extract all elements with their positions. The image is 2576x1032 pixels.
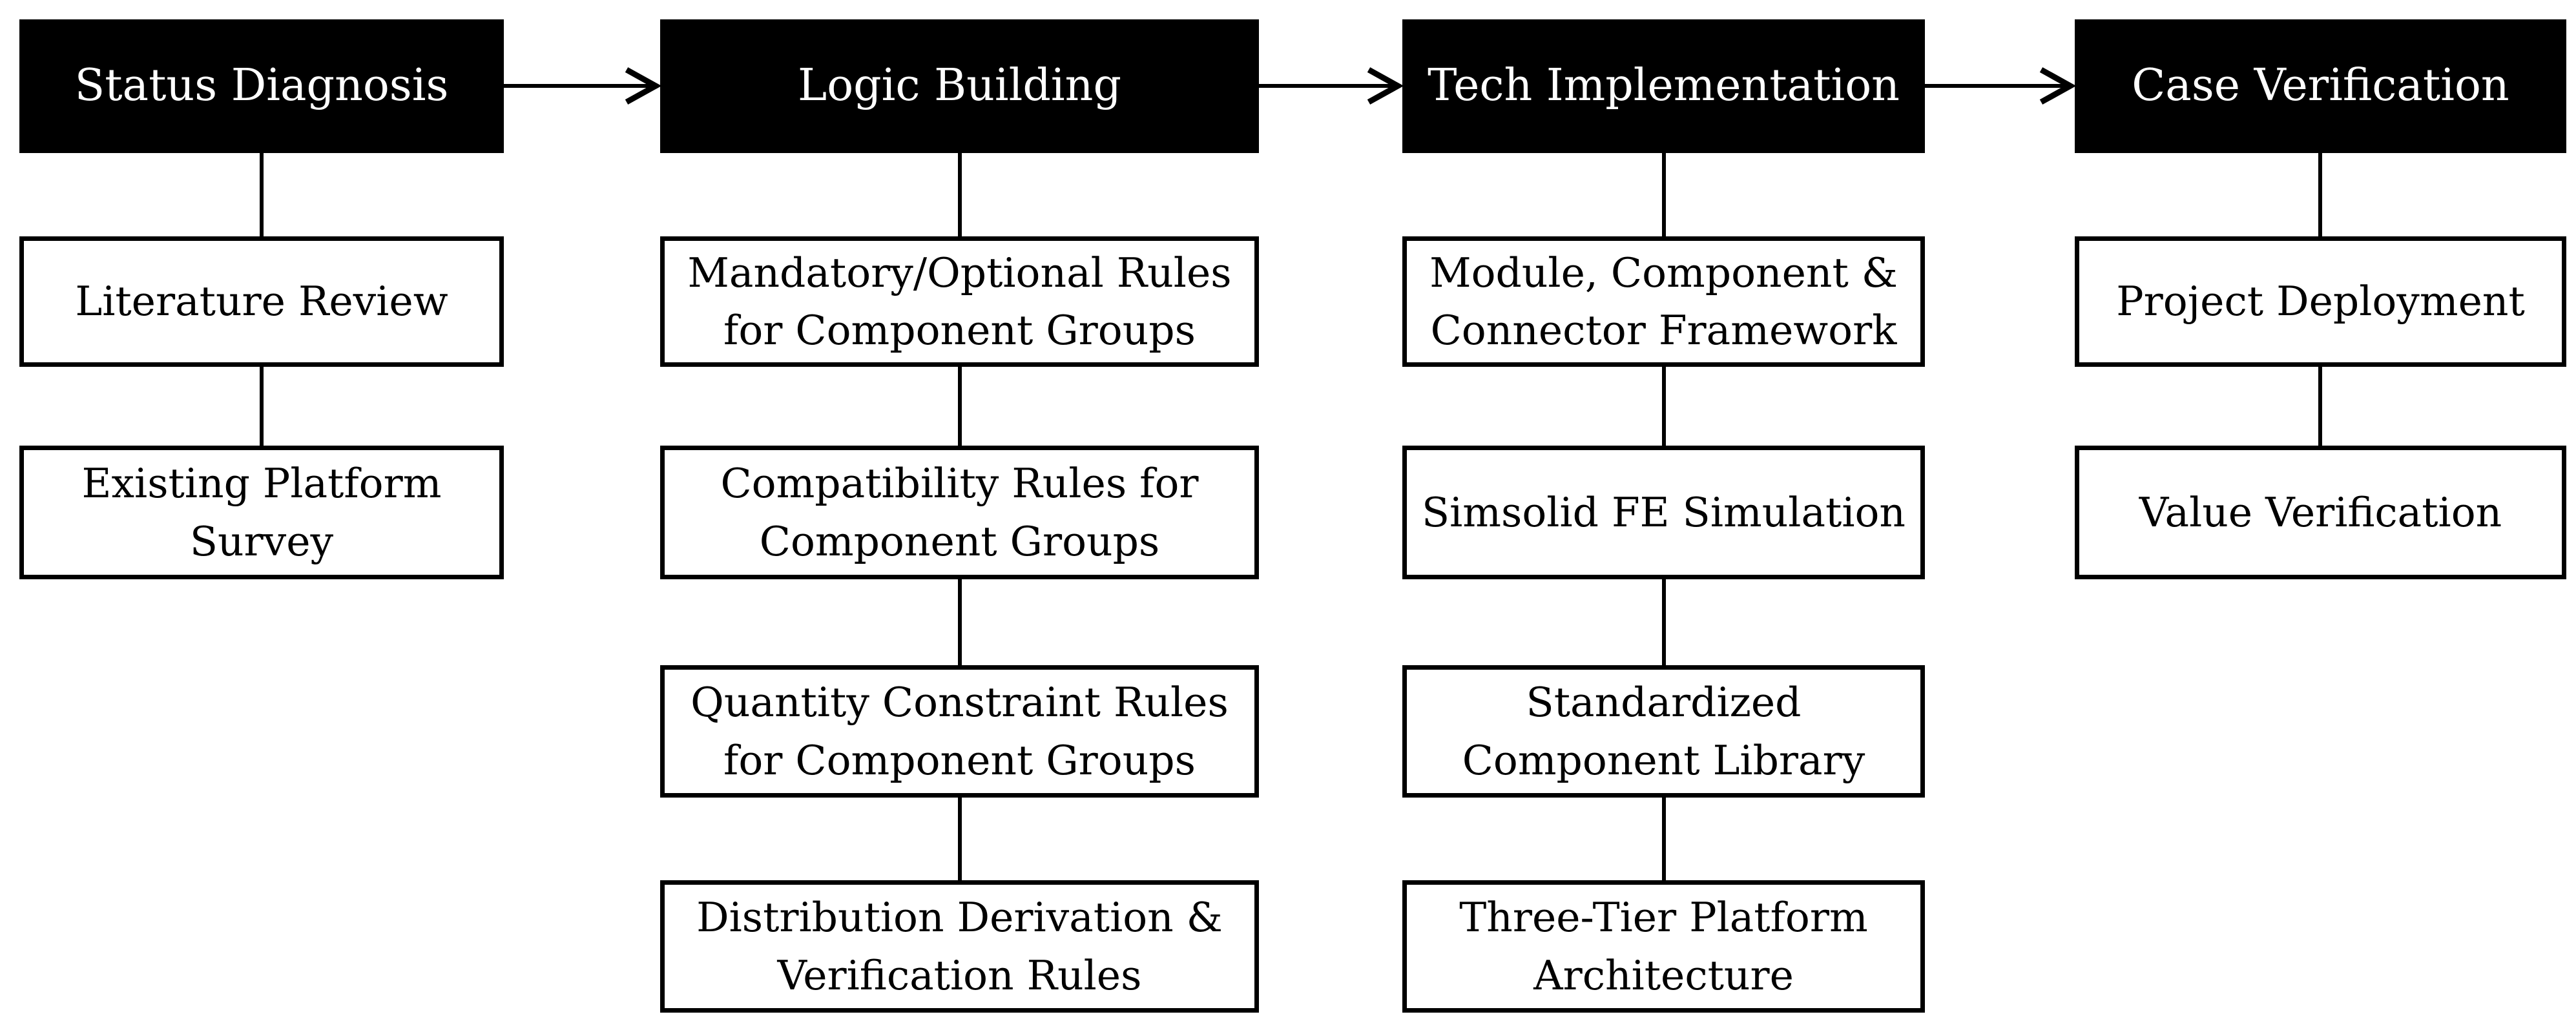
column-case-verification: Case Verification Project Deployment Val…: [2075, 0, 2566, 1032]
flow-arrow-1-head-icon: [625, 67, 662, 105]
step-standardized-component-library: Standardized Component Library: [1402, 665, 1925, 798]
step-simsolid-fe-simulation: Simsolid FE Simulation: [1402, 446, 1925, 579]
flow-arrow-2: [1259, 67, 1404, 105]
flow-arrow-3: [1925, 67, 2077, 105]
flow-arrow-2-head-icon: [1367, 67, 1404, 105]
step-mandatory-optional-rules: Mandatory/Optional Rules for Component G…: [660, 236, 1259, 367]
step-project-deployment: Project Deployment: [2075, 236, 2566, 367]
stage-header-case-verification: Case Verification: [2075, 19, 2566, 153]
flow-arrow-3-head-icon: [2039, 67, 2077, 105]
stage-header-status-diagnosis: Status Diagnosis: [19, 19, 504, 153]
step-quantity-constraint-rules: Quantity Constraint Rules for Component …: [660, 665, 1259, 798]
step-distribution-derivation-rules: Distribution Derivation & Verification R…: [660, 880, 1259, 1013]
step-value-verification: Value Verification: [2075, 446, 2566, 579]
stage-header-tech-implementation: Tech Implementation: [1402, 19, 1925, 153]
step-three-tier-platform-architecture: Three-Tier Platform Architecture: [1402, 880, 1925, 1013]
column-logic-building: Logic Building Mandatory/Optional Rules …: [660, 0, 1259, 1032]
column-status-diagnosis: Status Diagnosis Literature Review Exist…: [19, 0, 504, 1032]
step-module-component-connector-framework: Module, Component & Connector Framework: [1402, 236, 1925, 367]
step-literature-review: Literature Review: [19, 236, 504, 367]
stage-header-logic-building: Logic Building: [660, 19, 1259, 153]
step-compatibility-rules: Compatibility Rules for Component Groups: [660, 446, 1259, 579]
step-existing-platform-survey: Existing Platform Survey: [19, 446, 504, 579]
flow-arrow-1: [504, 67, 662, 105]
column-tech-implementation: Tech Implementation Module, Component & …: [1402, 0, 1925, 1032]
